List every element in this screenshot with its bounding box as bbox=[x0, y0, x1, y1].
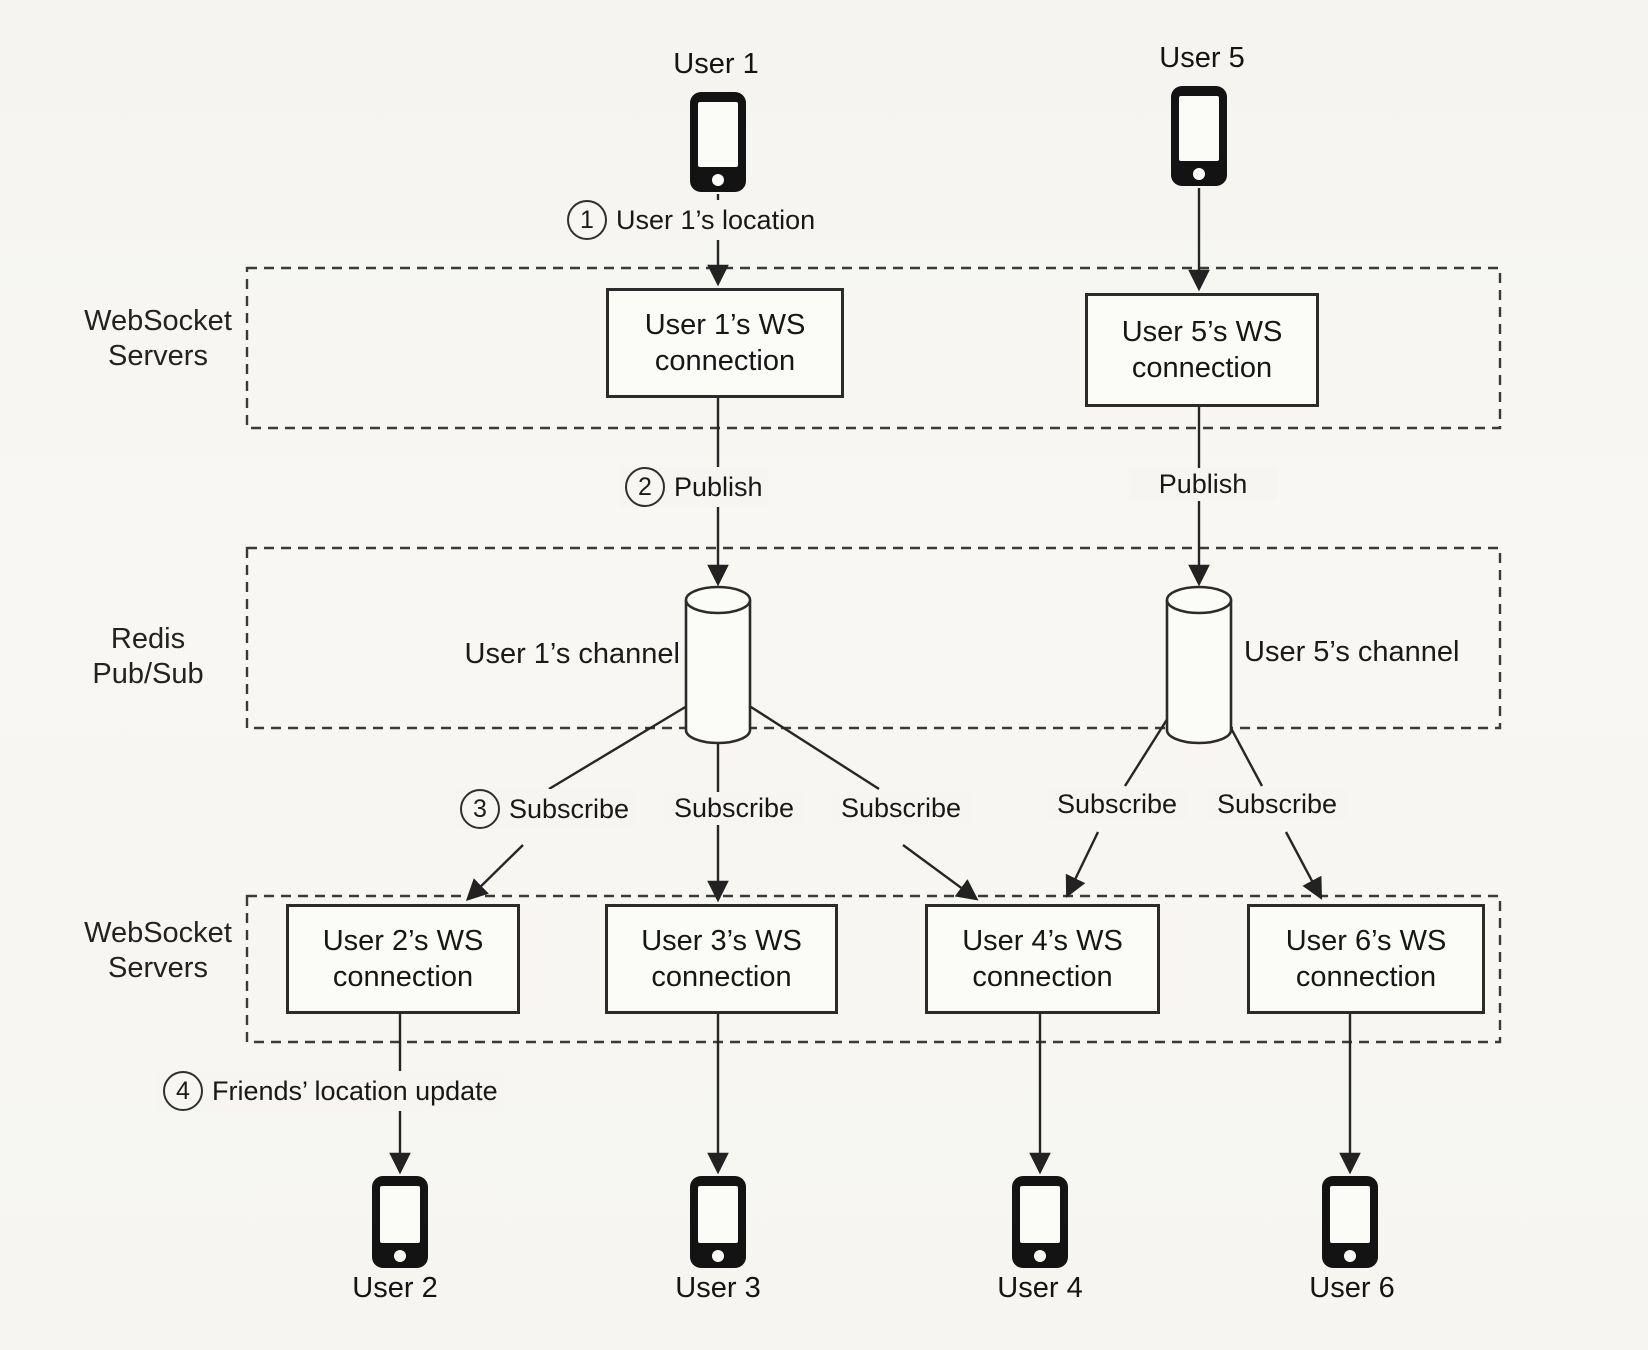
phone-home-button bbox=[1034, 1250, 1046, 1262]
step2-label: 2 Publish bbox=[620, 467, 768, 507]
redis-channel-cylinder-user1 bbox=[684, 585, 752, 745]
phone-icon-user5 bbox=[1171, 86, 1227, 186]
box-line2: connection bbox=[972, 961, 1113, 993]
redis-pubsub-region bbox=[245, 546, 1502, 730]
region-label-line2: Servers bbox=[108, 952, 208, 984]
box-line2: connection bbox=[332, 961, 474, 993]
ws-connection-box-user4: User 4’s WS connection bbox=[925, 904, 1160, 1014]
user3-label: User 3 bbox=[675, 1272, 761, 1304]
step3-number-badge: 3 bbox=[460, 789, 500, 829]
step4-number-badge: 4 bbox=[163, 1071, 203, 1111]
box-line2: connection bbox=[654, 345, 796, 377]
phone-icon-user1 bbox=[690, 92, 746, 192]
line-ch1-to-subscribe3 bbox=[739, 698, 880, 791]
websocket-servers-region-bottom bbox=[245, 894, 1502, 1044]
websocket-servers-label-top: WebSocket Servers bbox=[48, 304, 268, 374]
phone-icon-user3 bbox=[690, 1176, 746, 1268]
ws-connection-box-user6: User 6’s WS connection bbox=[1247, 904, 1485, 1014]
channel-label-user1: User 1’s channel bbox=[464, 638, 680, 670]
subscribe-label-5: Subscribe bbox=[1208, 788, 1346, 821]
ws-connection-box-user2: User 2’s WS connection bbox=[286, 904, 520, 1014]
phone-icon-user4 bbox=[1012, 1176, 1068, 1268]
phone-screen bbox=[1020, 1186, 1060, 1243]
ws-connection-box-user3: User 3’s WS connection bbox=[605, 904, 838, 1014]
phone-home-button bbox=[712, 174, 724, 186]
region-label-line2: Servers bbox=[108, 340, 208, 372]
line-ch1-to-subscribe1 bbox=[548, 698, 698, 791]
channel-label-user5: User 5’s channel bbox=[1244, 636, 1460, 668]
phone-home-button bbox=[712, 1250, 724, 1262]
step1-number-badge: 1 bbox=[567, 200, 607, 240]
region-label-line1: WebSocket bbox=[84, 917, 232, 949]
ws-connection-box-user1: User 1’s WS connection bbox=[606, 288, 844, 398]
box-line2: connection bbox=[651, 961, 792, 993]
redis-channel-cylinder-user5 bbox=[1165, 585, 1233, 745]
box-line1: User 1’s WS bbox=[644, 309, 806, 341]
user5-label: User 5 bbox=[1159, 42, 1245, 74]
publish-label-user5: Publish bbox=[1129, 468, 1277, 501]
subscribe-label-2: Subscribe bbox=[664, 792, 804, 825]
step3-label: 3 Subscribe bbox=[455, 789, 635, 829]
redis-pubsub-label: Redis Pub/Sub bbox=[38, 622, 258, 692]
phone-home-button bbox=[1344, 1250, 1356, 1262]
arrow-subscribe1-to-user2ws bbox=[465, 844, 524, 902]
subscribe-label-4: Subscribe bbox=[1048, 788, 1186, 821]
step2-text: Publish bbox=[674, 471, 763, 502]
arrow-subscribe5-to-user6ws bbox=[1284, 831, 1323, 900]
region-label-line2: Pub/Sub bbox=[92, 658, 204, 690]
phone-screen bbox=[1179, 96, 1219, 161]
ws-connection-box-user5: User 5’s WS connection bbox=[1085, 293, 1319, 407]
step4-text: Friends’ location update bbox=[212, 1075, 498, 1106]
subscribe-label-3: Subscribe bbox=[831, 792, 971, 825]
phone-icon-user6 bbox=[1322, 1176, 1378, 1268]
box-line1: User 5’s WS bbox=[1121, 316, 1283, 348]
arrow-subscribe4-to-user4ws bbox=[1065, 831, 1100, 898]
user6-label: User 6 bbox=[1309, 1272, 1395, 1304]
phone-screen bbox=[698, 102, 738, 167]
phone-screen bbox=[380, 1186, 420, 1243]
region-label-line1: WebSocket bbox=[84, 305, 232, 337]
box-line1: User 4’s WS bbox=[962, 925, 1123, 957]
user4-label: User 4 bbox=[997, 1272, 1083, 1304]
phone-home-button bbox=[1193, 168, 1205, 180]
step2-number-badge: 2 bbox=[625, 467, 665, 507]
step4-label: 4 Friends’ location update bbox=[158, 1071, 503, 1111]
box-line2: connection bbox=[1295, 961, 1437, 993]
websocket-servers-label-bottom: WebSocket Servers bbox=[48, 916, 268, 986]
phone-icon-user2 bbox=[372, 1176, 428, 1268]
step3-text: Subscribe bbox=[509, 793, 630, 824]
websocket-servers-region-top bbox=[245, 266, 1502, 430]
phone-screen bbox=[1330, 1186, 1370, 1243]
phone-screen bbox=[698, 1186, 738, 1243]
box-line1: User 3’s WS bbox=[641, 925, 802, 957]
arrow-subscribe3-to-user4ws bbox=[902, 844, 979, 901]
box-line1: User 6’s WS bbox=[1285, 925, 1447, 957]
box-line2: connection bbox=[1131, 352, 1273, 384]
region-label-line1: Redis bbox=[110, 623, 186, 655]
user2-label: User 2 bbox=[352, 1272, 438, 1304]
step1-text: User 1’s location bbox=[616, 204, 816, 235]
user1-label: User 1 bbox=[673, 48, 759, 80]
box-line1: User 2’s WS bbox=[322, 925, 484, 957]
step1-label: 1 User 1’s location bbox=[562, 200, 821, 240]
phone-home-button bbox=[394, 1250, 406, 1262]
